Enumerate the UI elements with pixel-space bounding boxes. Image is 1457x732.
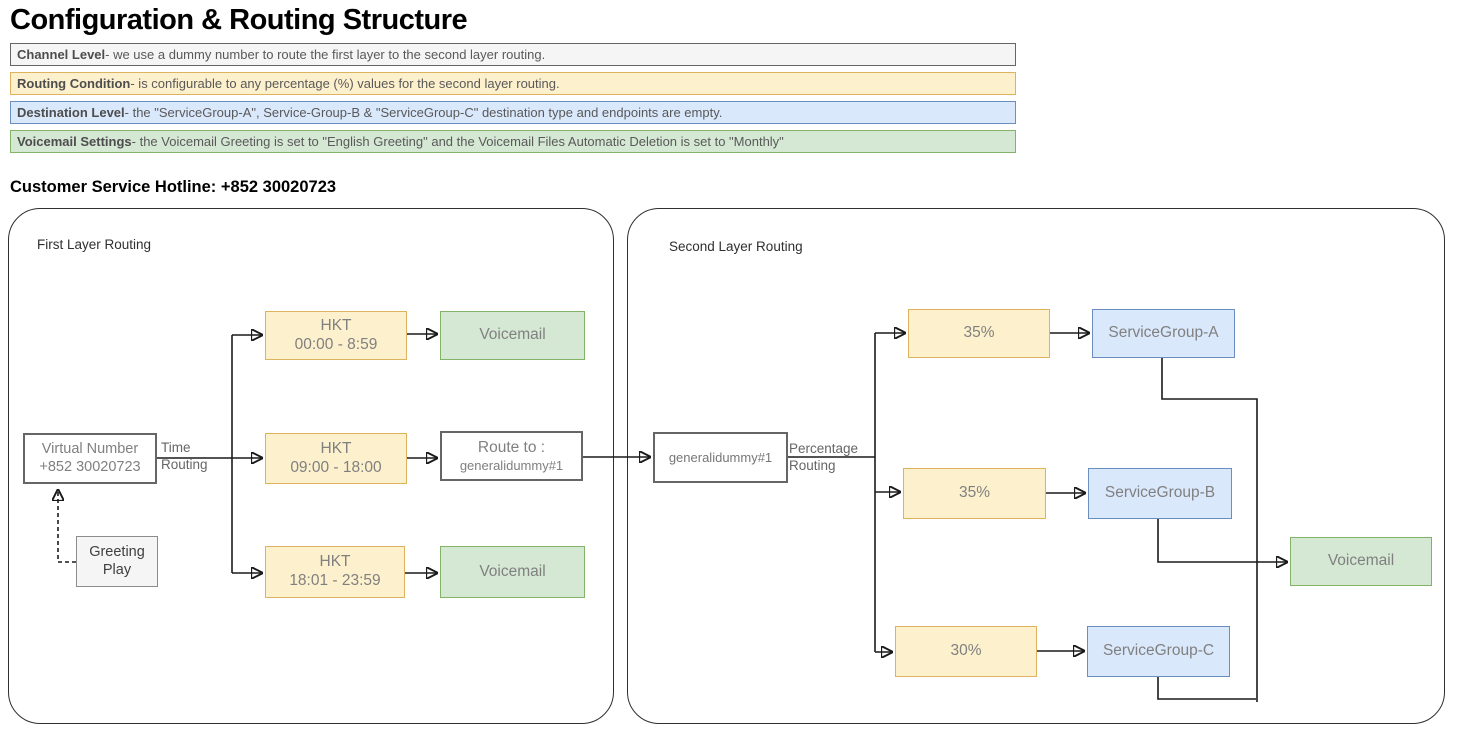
hotline-heading: Customer Service Hotline: +852 30020723 [10,178,337,196]
legend-text: - the "ServiceGroup-A", Service-Group-B … [124,105,723,120]
time-routing-line1: Time [161,440,191,455]
pct-c-label: 30% [950,642,982,660]
node-hkt-day: HKT 09:00 - 18:00 [265,433,407,484]
legend-term: Destination Level [17,105,125,120]
pct-a-label: 35% [963,324,995,342]
hkt-night-line2: 18:01 - 23:59 [289,572,381,589]
voicemail-top-label: Voicemail [479,326,546,344]
page-title: Configuration & Routing Structure [10,4,468,36]
legend-text: - we use a dummy number to route the fir… [105,47,546,62]
first-layer-label: First Layer Routing [37,237,152,252]
first-layer-container: First Layer Routing [8,208,614,724]
node-pct-b: 35% [903,468,1046,519]
legend-destination-level: Destination Level - the "ServiceGroup-A"… [10,101,1016,124]
servicegroup-c-label: ServiceGroup-C [1102,642,1215,660]
legend-term: Channel Level [17,47,106,62]
hkt-morning-line2: 00:00 - 8:59 [294,335,378,353]
node-hkt-morning: HKT 00:00 - 8:59 [265,311,407,360]
second-layer-label: Second Layer Routing [669,239,803,254]
node-voicemail-second-layer: Voicemail [1290,537,1432,586]
node-servicegroup-b: ServiceGroup-B [1088,468,1232,519]
greeting-line2: Play [102,561,132,578]
legend-voicemail-settings: Voicemail Settings - the Voicemail Greet… [10,130,1016,153]
legend-routing-condition: Routing Condition - is configurable to a… [10,72,1016,95]
node-hkt-night: HKT 18:01 - 23:59 [265,546,405,598]
legend-text: - is configurable to any percentage (%) … [130,76,560,91]
node-virtual-number: Virtual Number +852 30020723 [23,433,157,484]
percentage-routing-line2: Routing [789,458,836,474]
time-routing-label: Time Routing [161,439,208,474]
node-voicemail-bottom: Voicemail [440,546,585,598]
hkt-day-line1: HKT [320,439,352,457]
hkt-morning-line1: HKT [320,316,352,334]
node-greeting-play: Greeting Play [76,536,158,587]
greeting-line1: Greeting [89,543,145,560]
second-layer-container: Second Layer Routing [627,208,1445,724]
legend-text: - the Voicemail Greeting is set to "Engl… [131,134,784,149]
servicegroup-b-label: ServiceGroup-B [1104,484,1216,502]
node-voicemail-top: Voicemail [440,311,585,360]
node-route-to: Route to : generalidummy#1 [440,431,583,481]
route-to-line1: Route to : [477,438,546,456]
voicemail-second-layer-label: Voicemail [1327,552,1395,570]
hkt-day-line2: 09:00 - 18:00 [290,458,382,476]
node-servicegroup-c: ServiceGroup-C [1087,626,1230,677]
legend-channel-level: Channel Level - we use a dummy number to… [10,43,1016,66]
hkt-night-line1: HKT [319,553,351,571]
time-routing-line2: Routing [161,457,208,473]
legend-term: Voicemail Settings [17,134,132,149]
route-to-line2: generalidummy#1 [459,457,564,473]
legend-term: Routing Condition [17,76,131,91]
percentage-routing-label: Percentage Routing [789,440,858,475]
generalidummy-label: generalidummy#1 [668,449,773,465]
node-generalidummy: generalidummy#1 [653,432,788,483]
pct-b-label: 35% [958,484,991,502]
percentage-routing-line1: Percentage [789,441,859,456]
node-servicegroup-a: ServiceGroup-A [1092,309,1235,358]
node-pct-c: 30% [895,626,1037,677]
voicemail-bottom-label: Voicemail [479,562,546,580]
virtual-number-line2: +852 30020723 [39,458,141,475]
virtual-number-line1: Virtual Number [41,440,139,457]
servicegroup-a-label: ServiceGroup-A [1108,324,1219,342]
node-pct-a: 35% [908,309,1050,358]
